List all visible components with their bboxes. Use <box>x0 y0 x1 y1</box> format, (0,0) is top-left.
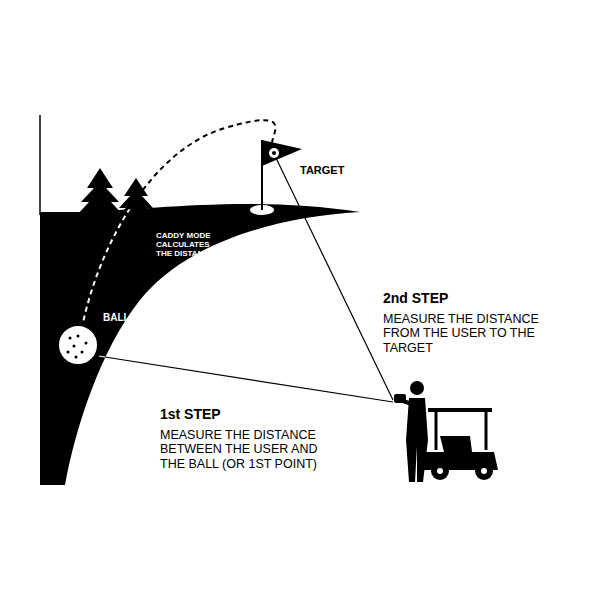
ball-trajectory <box>80 120 275 338</box>
ball-trajectory <box>80 120 275 338</box>
measure-line <box>276 158 393 400</box>
step-heading: 1st STEP <box>160 406 350 422</box>
step-description: MEASURE THE DISTANCE FROM THE USER TO TH… <box>383 312 551 355</box>
callout-note: CADDY MODE CALCULATES THE DISTANCE <box>156 231 224 259</box>
measure-line <box>92 355 393 402</box>
step-description: MEASURE THE DISTANCE BETWEEN THE USER AN… <box>160 428 338 471</box>
golf-cart <box>420 408 498 480</box>
pine-tree <box>114 178 158 218</box>
target-mark <box>269 148 279 158</box>
flag <box>262 140 302 166</box>
pine-tree <box>76 168 124 216</box>
golf-ball <box>58 325 98 365</box>
ball-outline <box>54 321 102 369</box>
ball-dimples <box>67 335 88 359</box>
measure-line <box>92 355 393 402</box>
step-heading: 2nd STEP <box>383 290 563 306</box>
ball-label: BALL <box>103 312 143 324</box>
user-figure <box>394 381 428 482</box>
target-label: TARGET <box>300 164 370 177</box>
edge-line <box>39 115 41 215</box>
fairway-ground <box>40 204 360 485</box>
target-dot <box>272 151 276 155</box>
